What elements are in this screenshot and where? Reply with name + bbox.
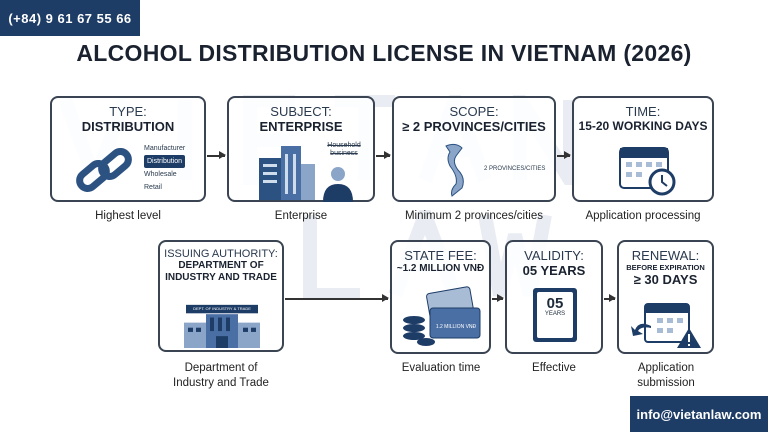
- certificate-number: 05: [546, 295, 564, 312]
- crossed-note: Household business: [327, 142, 361, 157]
- card-value: ~1.2 MILLION VNĐ: [396, 263, 485, 274]
- card-scope: SCOPE: ≥ 2 PROVINCES/CITIES 2 PROVINCES/…: [392, 96, 556, 202]
- card-amount: 1.2 MILLION VNĐ: [435, 324, 477, 330]
- level-list: Manufacturer Distribution Wholesale Reta…: [144, 142, 186, 194]
- vietnam-map-icon: [445, 143, 464, 197]
- card-value: BEFORE EXPIRATION: [626, 263, 705, 272]
- card-caption: Evaluation time: [401, 362, 481, 374]
- card-caption: Enterprise: [274, 210, 328, 222]
- email-badge[interactable]: info@vietanlaw.com: [630, 396, 768, 432]
- card-subject: SUBJECT: ENTERPRISE Household business: [227, 96, 375, 202]
- card-label: TYPE:: [109, 104, 147, 119]
- certificate-unit: YEARS: [544, 311, 566, 317]
- card-label: VALIDITY:: [524, 248, 584, 263]
- card-value: ≥ 2 PROVINCES/CITIES: [402, 119, 546, 134]
- card-label: RENEWAL:: [631, 248, 700, 263]
- card-value: DEPARTMENT OF INDUSTRY AND TRADE: [165, 260, 277, 283]
- card-value: 05 YEARS: [522, 263, 586, 278]
- arrow: [492, 295, 504, 301]
- chain-link-icon: [76, 148, 132, 192]
- certificate-icon: 05 YEARS: [533, 288, 577, 342]
- card-value: 15-20 WORKING DAYS: [578, 119, 708, 133]
- businessman-icon: [323, 167, 353, 202]
- map-note: 2 PROVINCES/CITIES: [484, 166, 546, 172]
- card-label: TIME:: [625, 104, 661, 119]
- card-value: ENTERPRISE: [259, 119, 343, 134]
- building-sign: DEPT. OF INDUSTRY & TRADE: [193, 306, 251, 311]
- level-item: Manufacturer: [144, 145, 186, 152]
- office-building-icon: [259, 146, 315, 200]
- card-caption: Minimum 2 provinces/cities: [404, 210, 544, 222]
- card-validity: VALIDITY: 05 YEARS 05 YEARS: [505, 240, 603, 354]
- card-label: STATE FEE:: [404, 248, 477, 263]
- card-label: ISSUING AUTHORITY:: [164, 248, 278, 260]
- arrow: [376, 152, 391, 158]
- card-value-secondary: ≥ 30 DAYS: [633, 272, 698, 287]
- card-caption: Application submission: [637, 362, 695, 389]
- arrow: [557, 152, 571, 158]
- government-building-icon: [184, 304, 260, 348]
- calendar-clock-icon: [619, 147, 676, 196]
- arrow: [285, 295, 389, 301]
- card-label: SUBJECT:: [270, 104, 332, 119]
- level-item-active: Distribution: [144, 155, 186, 168]
- card-time: TIME: 15-20 WORKING DAYS: [572, 96, 714, 202]
- page-title: ALCOHOL DISTRIBUTION LICENSE IN VIETNAM …: [76, 40, 692, 66]
- card-authority: ISSUING AUTHORITY: DEPARTMENT OF INDUSTR…: [158, 240, 284, 352]
- card-caption: Highest level: [95, 210, 161, 222]
- card-label: SCOPE:: [449, 104, 499, 119]
- card-type: TYPE: DISTRIBUTION Manufacturer Distribu…: [50, 96, 206, 202]
- card-value: DISTRIBUTION: [81, 119, 175, 134]
- credit-card-coins-icon: [403, 286, 481, 346]
- card-caption: Application processing: [585, 210, 701, 222]
- card-state-fee: STATE FEE: ~1.2 MILLION VNĐ 1.2 MILLION …: [390, 240, 491, 354]
- phone-badge[interactable]: (+84) 9 61 67 55 66: [0, 0, 140, 36]
- arrow: [207, 152, 226, 158]
- level-item: Retail: [144, 184, 162, 191]
- level-item: Wholesale: [144, 171, 177, 178]
- arrow: [604, 295, 616, 301]
- card-renewal: RENEWAL: BEFORE EXPIRATION ≥ 30 DAYS: [617, 240, 714, 354]
- card-caption: Department of Industry and Trade: [173, 362, 269, 389]
- calendar-warning-icon: [631, 303, 701, 348]
- card-caption: Effective: [532, 362, 576, 374]
